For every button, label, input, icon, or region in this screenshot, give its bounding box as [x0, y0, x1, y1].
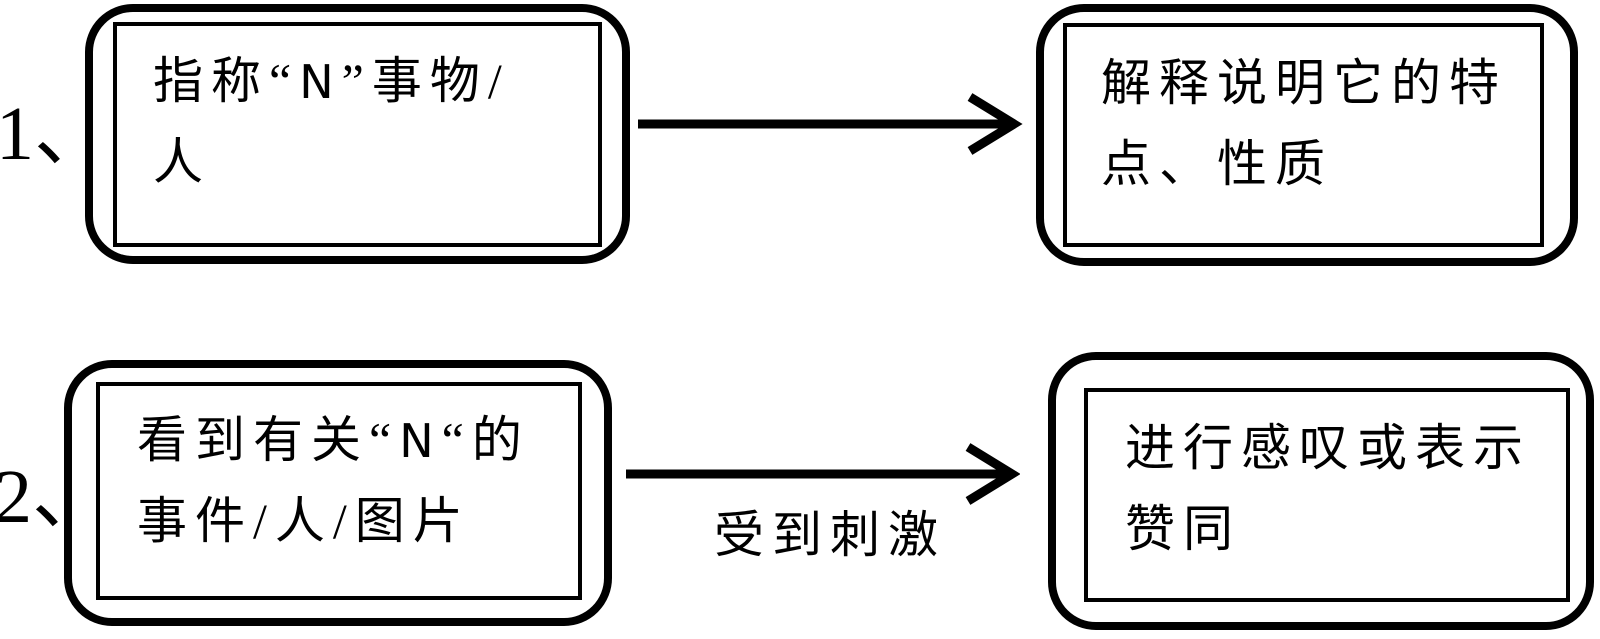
node-1-result: 解释说明它的特 点、性质: [1036, 4, 1578, 266]
node-2-result: 进行感叹或表示 赞同: [1048, 352, 1594, 630]
node-1-result-text: 解释说明它的特 点、性质: [1101, 43, 1507, 204]
arrow-2-icon: [626, 443, 1020, 505]
text-line: 事件/人/图片: [137, 493, 471, 549]
text-segment-latin: N: [399, 414, 442, 468]
text-segment: ”事物/: [341, 53, 510, 109]
text-line: 进行感叹或表示: [1125, 408, 1531, 489]
text-line: 人: [153, 134, 211, 190]
text-segment: 指称“: [153, 53, 300, 109]
node-2-result-text: 进行感叹或表示 赞同: [1125, 408, 1531, 569]
text-segment: 看到有关“: [137, 412, 400, 468]
text-line: 赞同: [1125, 501, 1241, 557]
text-segment: “的: [441, 412, 530, 468]
node-1-source-text: 指称“N”事物/ 人: [153, 41, 510, 202]
text-line: 点、性质: [1101, 136, 1333, 192]
node-1-source-inner-frame: [113, 22, 602, 247]
node-2-source-inner-frame: [96, 382, 582, 600]
arrow-1-icon: [638, 93, 1023, 155]
node-2-source: 看到有关“N“的 事件/人/图片: [64, 360, 612, 626]
node-1-result-inner-frame: [1063, 23, 1544, 247]
node-2-source-text: 看到有关“N“的 事件/人/图片: [137, 400, 530, 561]
node-1-source: 指称“N”事物/ 人: [85, 4, 630, 264]
text-segment-latin: N: [299, 55, 342, 109]
text-segment: 进行感叹或表示: [1125, 420, 1531, 476]
node-2-result-inner-frame: [1084, 388, 1570, 602]
arrow-2-label: 受到刺激: [714, 507, 946, 563]
text-line: 解释说明它的特: [1101, 43, 1507, 124]
text-line: 指称“N”事物/: [153, 41, 510, 122]
text-segment: 解释说明它的特: [1101, 55, 1507, 111]
text-line: 看到有关“N“的: [137, 400, 530, 481]
